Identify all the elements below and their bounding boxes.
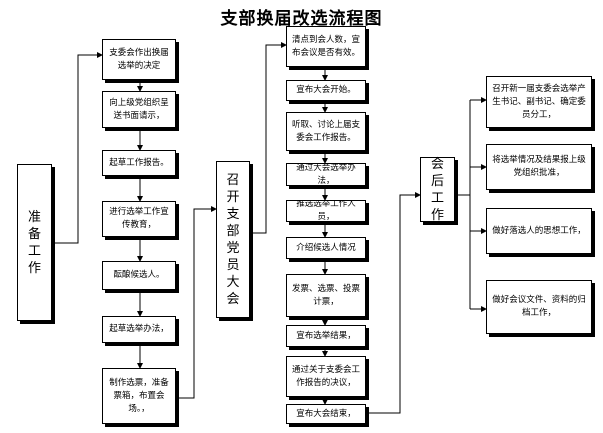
phase1-step-3: 起草工作报告。	[102, 150, 176, 176]
phase2-step-5: 推选选举工作人员，	[286, 200, 366, 222]
phase2-step-1: 清点到会人数，宣布会议是否有效。	[286, 26, 366, 67]
phase2-step-6: 介绍候选人情况	[286, 237, 366, 259]
phase3-step-1: 召开新一届支委会选举产生书记、副书记、确定委员分工，	[486, 76, 592, 128]
phase1-step-1: 支委会作出换届选举的决定	[102, 39, 176, 80]
chart-title: 支部换届改选流程图	[220, 9, 383, 29]
arrow-phase2-start	[250, 42, 287, 234]
phase1-step-2: 向上级党组织呈送书面请示，	[102, 91, 176, 128]
phase1-label: 准备工作	[17, 164, 52, 321]
arrow-to-phase2	[176, 206, 217, 399]
phase2-step-7: 发票、选票、投票计票，	[286, 274, 366, 317]
phase2-label: 召开支部党员大会	[216, 161, 250, 318]
phase2-step-10: 宣布大会结束，	[286, 404, 366, 424]
phase3-label-text: 会后工作	[431, 156, 445, 223]
phase1-step-5: 酝酿候选人。	[102, 261, 176, 290]
arrow-phase1-start	[52, 52, 103, 244]
phase3-step-4: 做好会议文件、资料的归档工作，	[486, 280, 592, 334]
phase2-step-3: 听取、讨论上届支委会工作报告。	[286, 112, 366, 151]
phase2-step-9: 通过关于支委会工作报告的决议，	[286, 356, 366, 397]
phase1-step-6: 起草选举办法，	[102, 316, 176, 343]
phase1-step-4: 进行选举工作宣传教育，	[102, 201, 176, 237]
phase2-step-8: 宣布选举结果，	[286, 325, 366, 347]
phase3-step-3: 做好落选人的思想工作，	[486, 208, 592, 254]
phase1-step-7: 制作选票，准备票箱，布置会场。，	[102, 368, 176, 424]
phase3-label: 会后工作	[420, 156, 455, 223]
phase1-label-text: 准备工作	[28, 209, 42, 276]
phase2-step-2: 宣布大会开始。	[286, 80, 366, 101]
phase3-step-2: 将选举情况及结果报上级党组织批准，	[486, 144, 592, 190]
phase2-label-text: 召开支部党员大会	[226, 172, 240, 307]
arrow-to-phase3	[366, 192, 421, 414]
phase2-step-4: 通过大会选举办法，	[286, 163, 366, 186]
